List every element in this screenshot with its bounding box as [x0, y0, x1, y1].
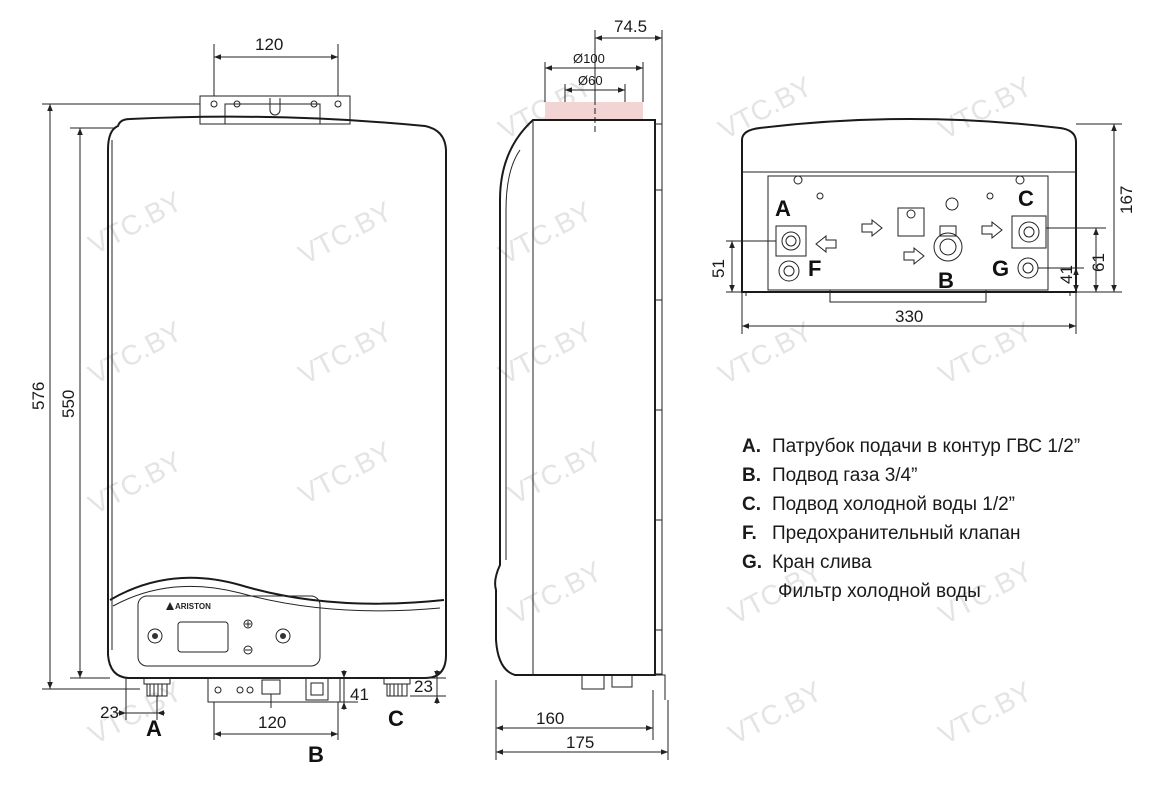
watermark: VTC.BY	[723, 675, 827, 750]
bracket-hole	[334, 100, 342, 108]
wall-strip	[654, 123, 663, 675]
dim-top-width: 120	[255, 35, 283, 54]
dim-gas-offset: 41	[350, 685, 369, 704]
side-body	[494, 119, 656, 676]
brand-logo-mark	[166, 602, 174, 610]
legend-item-g: G.Кран слива	[742, 552, 872, 573]
legend-extra: Фильтр холодной воды	[778, 581, 981, 602]
legend-item-f: F.Предохранительный клапан	[742, 523, 1021, 544]
watermark: VTC.BY	[293, 435, 397, 510]
dim-top-offset: 74.5	[614, 17, 647, 36]
watermark: VTC.BY	[933, 70, 1037, 145]
bracket-hole	[233, 100, 241, 108]
inlet-c	[1011, 215, 1047, 249]
front-label-a: A	[146, 716, 162, 741]
safety-valve-f	[778, 260, 800, 282]
front-label-c: C	[388, 706, 404, 731]
watermark: VTC.BY	[83, 445, 187, 520]
display-screen	[177, 621, 229, 653]
watermark: VTC.BY	[933, 675, 1037, 750]
dim-bottom-height: 167	[1117, 186, 1136, 214]
fitting-c	[383, 677, 411, 697]
flow-arrow-icon	[861, 218, 883, 238]
dim-right-inner: 41	[1057, 265, 1076, 284]
flue-outlet	[545, 102, 643, 120]
flow-arrow-icon	[815, 234, 837, 254]
dim-body-height: 550	[59, 390, 78, 418]
bottom-view: A C F G B 167 61 41 51 330	[709, 118, 1136, 334]
dim-bottom-width: 330	[895, 307, 923, 326]
plus-sign	[245, 621, 251, 627]
dim-right-outer: 61	[1089, 253, 1108, 272]
gas-inlet-b	[897, 197, 963, 262]
watermark: VTC.BY	[503, 555, 607, 630]
dim-bottom-width: 120	[258, 713, 286, 732]
front-panel-curve-inner	[112, 585, 441, 612]
watermark: VTC.BY	[713, 315, 817, 390]
dim-flue-inner: Ø60	[578, 73, 603, 88]
bottom-label-g: G	[992, 256, 1009, 281]
side-fitting	[581, 674, 605, 690]
side-view: 74.5 Ø100 Ø60 160 175	[494, 17, 669, 760]
watermark: VTC.BY	[933, 315, 1037, 390]
watermark: VTC.BY	[713, 70, 817, 145]
heater-body	[107, 115, 447, 679]
bracket-plate	[224, 103, 321, 125]
watermark: VTC.BY	[493, 195, 597, 270]
bottom-body	[741, 118, 1077, 293]
brand-logo: ARISTON	[175, 602, 211, 611]
watermark: VTC.BY	[83, 185, 187, 260]
watermark: VTC.BY	[503, 435, 607, 510]
outlet-a	[775, 225, 807, 257]
left-knob	[147, 628, 163, 644]
flow-arrow-icon	[903, 246, 925, 266]
legend-item-a: A.Патрубок подачи в контур ГВС 1/2”	[742, 436, 1081, 457]
dim-flue-outer: Ø100	[573, 51, 605, 66]
bottom-label-b: B	[938, 268, 954, 293]
bottom-label-f: F	[808, 256, 821, 281]
dim-left-offset: 23	[100, 703, 119, 722]
watermark: VTC.BY	[493, 315, 597, 390]
bracket-hole	[310, 100, 318, 108]
legend-item-b: B.Подвод газа 3/4”	[742, 465, 918, 486]
gas-connection-plate	[207, 677, 341, 708]
watermark: VTC.BY	[293, 315, 397, 390]
front-view: ARISTON	[29, 35, 447, 767]
front-panel-curve	[109, 576, 445, 605]
dim-right-offset: 23	[414, 677, 433, 696]
bottom-label-a: A	[775, 196, 791, 221]
control-panel	[137, 595, 321, 667]
legend-item-c: C.Подвод холодной воды 1/2”	[742, 494, 1016, 515]
dim-total-height: 576	[29, 382, 48, 410]
legend: A.Патрубок подачи в контур ГВС 1/2” B.По…	[742, 432, 1142, 606]
right-knob	[275, 628, 291, 644]
watermark: VTC.BY	[83, 315, 187, 390]
side-fitting	[611, 674, 633, 688]
bottom-label-c: C	[1018, 186, 1034, 211]
bottom-cover	[829, 289, 987, 303]
bracket-hook	[269, 98, 281, 116]
front-label-b: B	[308, 742, 324, 767]
drain-tap-g	[1017, 257, 1039, 279]
right-knob-center	[280, 633, 286, 639]
watermark: VTC.BY	[293, 195, 397, 270]
left-knob-center	[152, 633, 158, 639]
minus-button	[243, 645, 253, 655]
bracket-hole	[210, 100, 218, 108]
dim-depth-body: 160	[536, 709, 564, 728]
plus-button	[243, 619, 253, 629]
dim-left: 51	[709, 259, 728, 278]
dim-depth-total: 175	[566, 733, 594, 752]
flow-arrow-icon	[981, 220, 1003, 240]
